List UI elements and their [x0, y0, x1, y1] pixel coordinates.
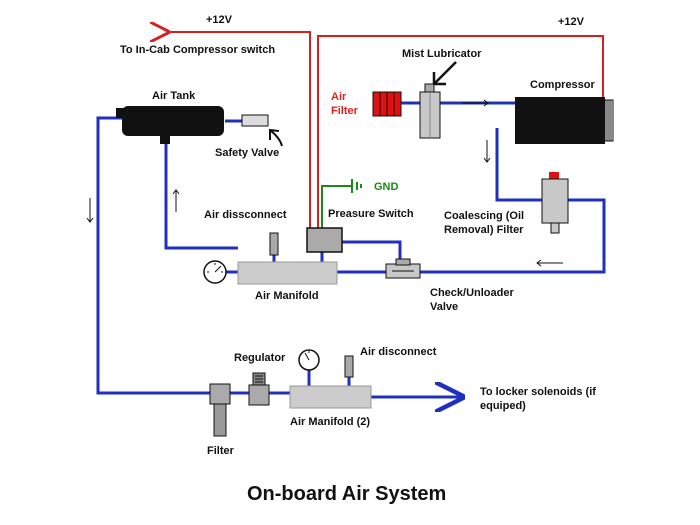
flow-arrows: [86, 99, 563, 267]
pressure-switch: [306, 227, 343, 253]
bottom-filter: [209, 383, 231, 437]
label-in-cab-switch: To In-Cab Compressor switch: [120, 44, 276, 56]
label-air-manifold: Air Manifold: [255, 290, 319, 302]
label-locker-line1: To locker solenoids (if: [480, 386, 596, 398]
flow-arrow-left: [536, 259, 563, 267]
ground-wire: [321, 185, 352, 228]
wire-to-in-cab-switch: [168, 32, 311, 230]
line-check-to-switch: [342, 240, 402, 260]
air-tank-left-cap: [116, 108, 126, 118]
label-air-manifold-2: Air Manifold (2): [290, 416, 371, 428]
air-tank: [116, 106, 224, 144]
label-air-tank: Air Tank: [152, 90, 196, 102]
line-coalescing-to-check: [420, 198, 606, 274]
lubricator-pointer: [432, 61, 457, 86]
label-air-disconnect-top: Air dissconnect: [204, 209, 287, 221]
safety-valve: [241, 114, 269, 127]
power-wiring: [168, 32, 604, 230]
air-manifold-2: [289, 385, 372, 409]
label-regulator: Regulator: [234, 352, 286, 364]
label-safety-valve: Safety Valve: [215, 147, 280, 159]
label-mist-lubricator: Mist Lubricator: [402, 48, 482, 60]
flow-arrow-right: [462, 99, 489, 107]
label-filter: Filter: [207, 445, 234, 457]
pressure-gauge-icon: [203, 260, 227, 284]
pressure-gauge-2-icon: [298, 349, 320, 371]
flow-arrow-down-right: [483, 140, 491, 163]
air-filter: [372, 91, 402, 117]
air-manifold: [237, 261, 338, 285]
safety-valve-pointer: [269, 128, 283, 147]
label-12v-left: +12V: [206, 14, 232, 26]
label-pressure-switch: Preasure Switch: [328, 208, 414, 220]
flow-arrow-down-left: [86, 198, 94, 223]
label-air-filter-line1: Air: [331, 91, 347, 103]
label-air-disconnect-bottom: Air disconnect: [360, 346, 437, 358]
compressor: [515, 97, 614, 144]
coalescing-filter: [541, 172, 569, 234]
label-compressor: Compressor: [530, 79, 595, 91]
mist-lubricator: [419, 83, 441, 139]
check-unloader-valve: [385, 258, 421, 279]
label-check-unloader-line1: Check/Unloader: [430, 287, 514, 299]
diagram-title: On-board Air System: [247, 483, 447, 505]
label-locker-line2: equiped): [480, 400, 526, 412]
air-tank-body: [122, 106, 224, 136]
air-disconnect-top: [269, 232, 279, 256]
ground-wiring: [321, 179, 362, 228]
label-gnd: GND: [374, 181, 399, 193]
line-manifold-to-tank: [164, 128, 238, 250]
regulator: [248, 372, 270, 406]
label-air-filter-line2: Filter: [331, 105, 358, 117]
label-12v-right: +12V: [558, 16, 584, 28]
line-tank-to-filter: [96, 116, 210, 395]
line-compressor-to-coalescing: [495, 128, 542, 202]
label-coalescing-line2: Removal) Filter: [444, 224, 524, 236]
air-lines: [96, 101, 606, 397]
label-coalescing-line1: Coalescing (Oil: [444, 210, 525, 222]
wire-12v-compressor: [317, 35, 604, 230]
label-check-unloader-line2: Valve: [430, 301, 459, 313]
flow-arrow-up: [172, 189, 180, 212]
air-tank-bottom-port: [160, 134, 170, 144]
air-disconnect-bottom: [344, 355, 354, 378]
